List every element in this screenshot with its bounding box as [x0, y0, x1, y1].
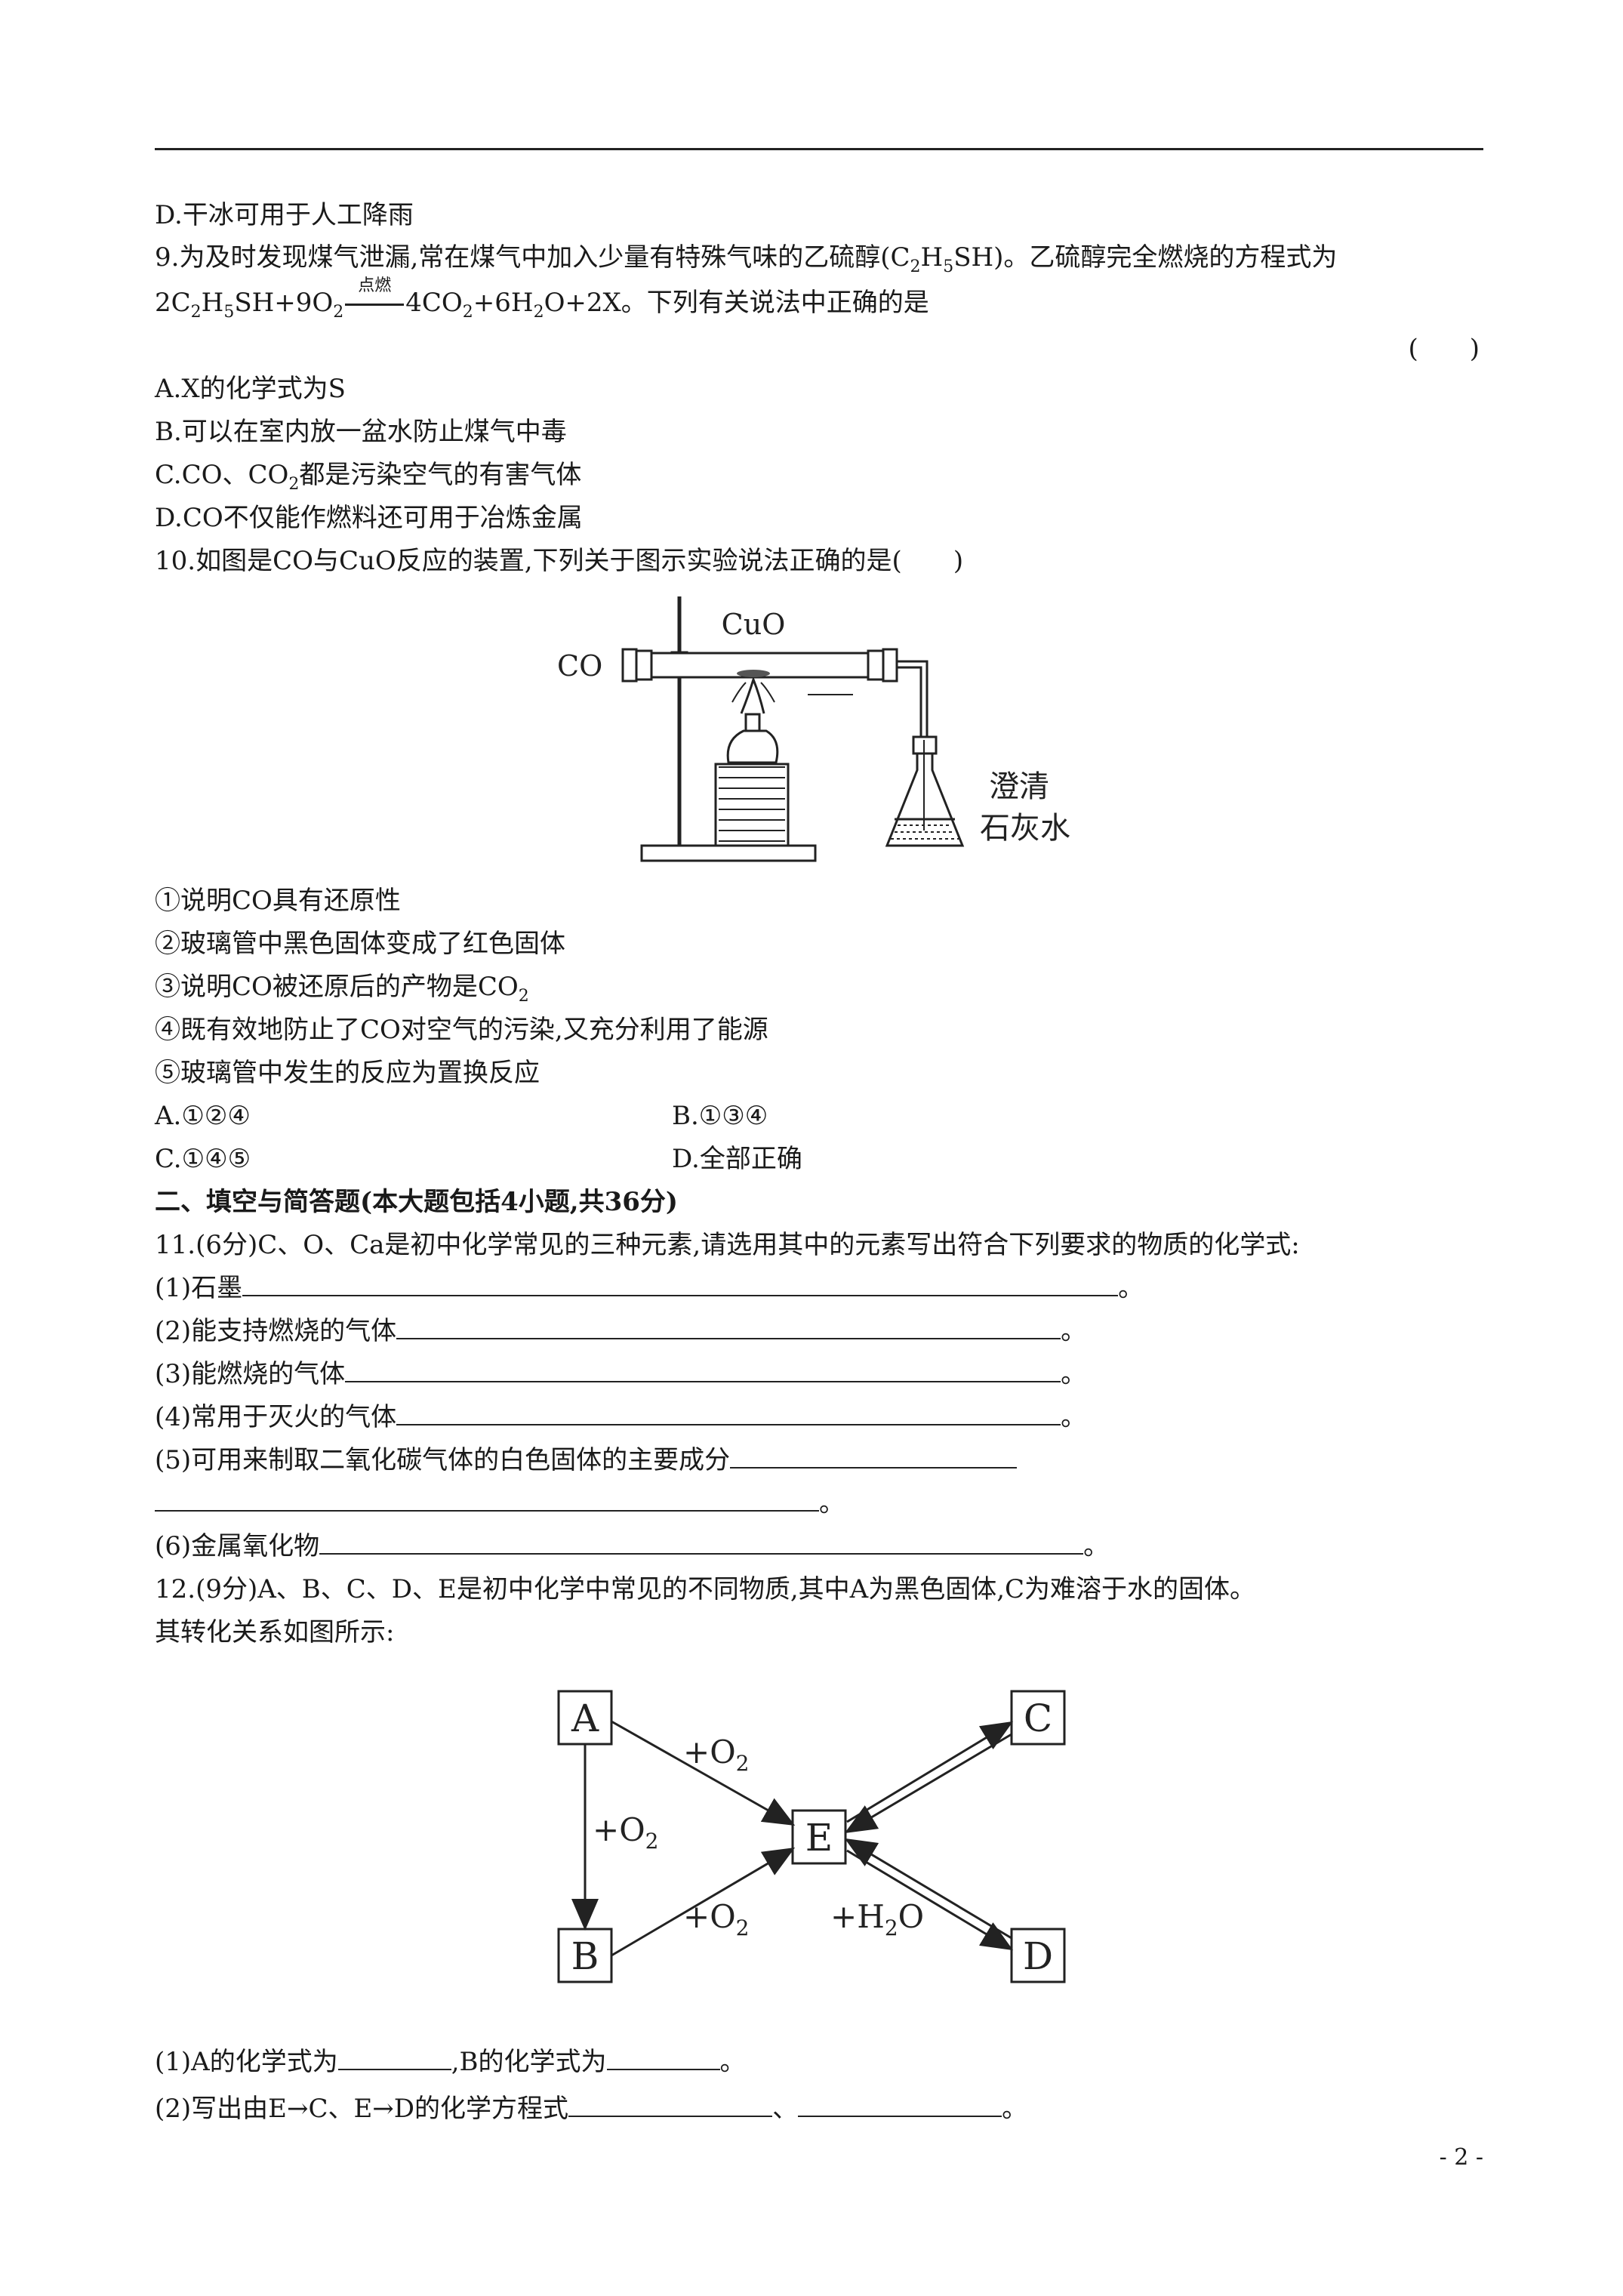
label-a-to-b: +O2: [593, 1811, 658, 1854]
q10-option-b: B.①③④: [672, 1101, 768, 1131]
q9-option-a: A.X的化学式为S: [155, 374, 346, 404]
answer-blank[interactable]: [798, 2093, 1002, 2117]
section-2-heading: 二、填空与简答题(本大题包括4小题,共36分): [155, 1187, 678, 1217]
q11-item-4: (4)常用于灭火的气体。: [155, 1401, 1087, 1432]
label-e-to-d: +H2O: [830, 1898, 924, 1940]
q10-option-c: C.①④⑤: [155, 1144, 251, 1174]
q9-option-b: B.可以在室内放一盆水防止煤气中毒: [155, 417, 567, 447]
answer-blank[interactable]: [155, 1487, 819, 1512]
q10-statement-5: ⑤玻璃管中发生的反应为置换反应: [155, 1058, 540, 1088]
q11-item-2: (2)能支持燃烧的气体。: [155, 1315, 1087, 1346]
node-d: D: [1023, 1934, 1053, 1978]
answer-blank[interactable]: [242, 1272, 1119, 1296]
q9-answer-paren: ( ): [1408, 334, 1480, 364]
q10-statement-4: ④既有效地防止了CO对空气的污染,又充分利用了能源: [155, 1015, 768, 1045]
reaction-condition: 点燃: [343, 276, 405, 320]
q10-statement-1: ①说明CO具有还原性: [155, 886, 401, 916]
q11-item-1: (1)石墨。: [155, 1272, 1144, 1303]
q12-stem-2: 其转化关系如图所示:: [155, 1617, 395, 1647]
node-b-box: [557, 1928, 613, 1983]
q9-option-c: C.CO、CO2都是污染空气的有害气体: [155, 460, 582, 494]
answer-blank[interactable]: [606, 2046, 720, 2070]
q10-statement-3: ③说明CO被还原后的产物是CO2: [155, 972, 529, 1006]
q10-statement-2: ②玻璃管中黑色固体变成了红色固体: [155, 929, 565, 959]
q11-item-3: (3)能燃烧的气体。: [155, 1358, 1087, 1389]
q12-stem-1: 12.(9分)A、B、C、D、E是初中化学中常见的不同物质,其中A为黑色固体,C…: [155, 1574, 1256, 1604]
arrow-c-to-e: [844, 1733, 1012, 1834]
co-cuo-apparatus-figure: CuO CO 澄清 石灰水: [557, 596, 1070, 862]
conversion-diagram: A B E C D +O2 +O2 +O2 +H2O: [557, 1690, 1066, 1983]
page-number: - 2 -: [1439, 2144, 1483, 2171]
arrow-e-to-d: [846, 1849, 1014, 1951]
node-a: A: [571, 1697, 599, 1740]
answer-blank[interactable]: [568, 2093, 773, 2117]
q12-part-1: (1)A的化学式为,B的化学式为。: [155, 2046, 746, 2077]
q12-part-2: (2)写出由E→C、E→D的化学方程式、。: [155, 2093, 1028, 2124]
answer-blank[interactable]: [396, 1401, 1061, 1425]
label-b-to-e: +O2: [683, 1898, 749, 1940]
node-a-box: [557, 1690, 613, 1746]
answer-blank[interactable]: [319, 1530, 1084, 1555]
answer-blank[interactable]: [730, 1444, 1018, 1469]
node-d-box: [1010, 1928, 1066, 1983]
node-b: B: [571, 1934, 599, 1978]
q10-option-d: D.全部正确: [672, 1144, 802, 1174]
co-label: CO: [557, 649, 602, 683]
lime-water-label-1: 澄清: [989, 769, 1049, 804]
arrow-e-to-c: [846, 1721, 1014, 1823]
node-c: C: [1024, 1697, 1052, 1740]
header-rule: [155, 148, 1483, 150]
node-c-box: [1010, 1690, 1066, 1746]
answer-blank[interactable]: [337, 2046, 451, 2070]
q11-stem: 11.(6分)C、O、Ca是初中化学常见的三种元素,请选用其中的元素写出符合下列…: [155, 1230, 1300, 1260]
label-a-to-e: +O2: [683, 1734, 749, 1776]
cuo-label: CuO: [722, 608, 786, 641]
q11-item-5-cont: 。: [155, 1486, 845, 1521]
arrow-d-to-e: [844, 1838, 1012, 1940]
answer-blank[interactable]: [345, 1358, 1061, 1382]
arrow-a-to-e: [611, 1720, 796, 1826]
arrow-b-to-e: [611, 1847, 796, 1957]
q8-option-d: D.干冰可用于人工降雨: [155, 200, 414, 230]
q9-option-d: D.CO不仅能作燃料还可用于冶炼金属: [155, 503, 583, 533]
q11-item-6: (6)金属氧化物。: [155, 1530, 1110, 1561]
q10-option-a: A.①②④: [155, 1101, 251, 1131]
node-e: E: [805, 1816, 833, 1860]
q10-stem: 10.如图是CO与CuO反应的装置,下列关于图示实验说法正确的是( ): [155, 546, 964, 576]
answer-blank[interactable]: [396, 1315, 1061, 1339]
node-e-box: [791, 1809, 847, 1865]
q11-item-5: (5)可用来制取二氧化碳气体的白色固体的主要成分: [155, 1443, 1018, 1478]
lime-water-label-2: 石灰水: [980, 811, 1070, 846]
q9-stem: 9.为及时发现煤气泄漏,常在煤气中加入少量有特殊气味的乙硫醇(C2H5SH)。乙…: [155, 242, 1338, 276]
